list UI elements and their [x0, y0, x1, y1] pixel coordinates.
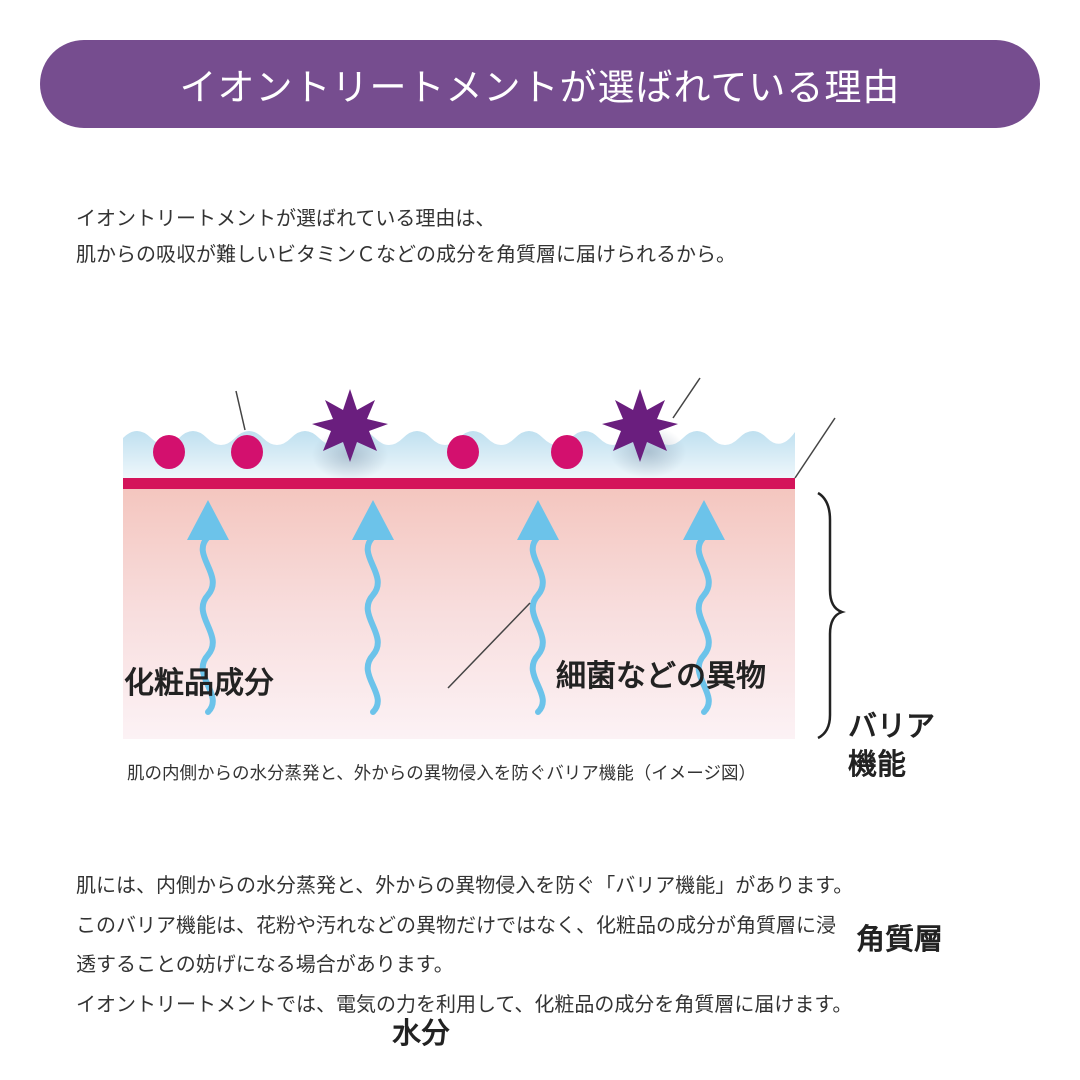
body-text: 肌には、内側からの水分蒸発と、外からの異物侵入を防ぐ「バリア機能」があります。 …: [76, 866, 853, 1024]
page-title: イオントリートメントが選ばれている理由: [179, 66, 901, 109]
body-line: このバリア機能は、花粉や汚れなどの異物だけではなく、化粧品の成分が角質層に浸: [76, 912, 836, 937]
label-stratum-corneum: 角質層: [856, 922, 944, 956]
intro-text: イオントリートメントが選ばれている理由は、 肌からの吸収が難しいビタミンＣなどの…: [76, 200, 736, 272]
skin-illustration: [123, 377, 846, 740]
barrier-diagram: 化粧品成分 細菌などの異物 バリア 機能 角質層 水分: [0, 320, 1080, 1050]
barrier-line: [123, 478, 795, 489]
body-line: イオントリートメントでは、電気の力を利用して、化粧品の成分を角質層に届けます。: [76, 991, 853, 1016]
label-cosmetic-ingredients: 化粧品成分: [124, 666, 274, 701]
moisture-arrow-icons: [199, 534, 712, 715]
intro-line: 肌からの吸収が難しいビタミンＣなどの成分を角質層に届けられるから。: [76, 242, 736, 266]
title-banner: イオントリートメントが選ばれている理由: [40, 40, 1040, 128]
foreign-matter-icon: [312, 389, 678, 462]
label-foreign-matter: 細菌などの異物: [556, 659, 766, 694]
cosmetic-ingredient-dots: [153, 435, 583, 469]
label-barrier-function: バリア 機能: [848, 709, 936, 781]
diagram-caption: 肌の内側からの水分蒸発と、外からの異物侵入を防ぐバリア機能（イメージ図）: [127, 764, 756, 784]
stratum-brace: [817, 491, 846, 740]
stratum-corneum-layer: [123, 489, 795, 739]
label-moisture: 水分: [392, 1016, 451, 1050]
intro-line: イオントリートメントが選ばれている理由は、: [76, 206, 496, 230]
body-line: 肌には、内側からの水分蒸発と、外からの異物侵入を防ぐ「バリア機能」があります。: [76, 873, 854, 897]
body-line: 透することの妨げになる場合があります。: [76, 952, 454, 976]
